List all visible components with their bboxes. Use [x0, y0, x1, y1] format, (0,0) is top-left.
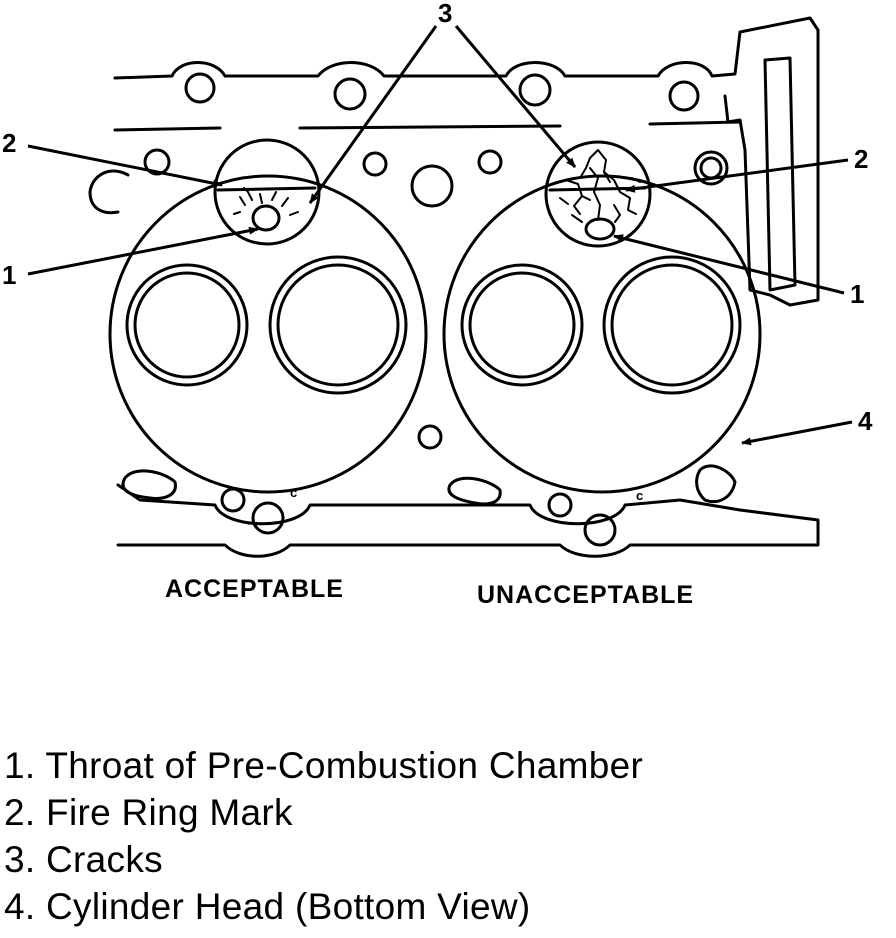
legend-item-1: 1. Throat of Pre-Combustion Chamber	[4, 745, 644, 786]
valve-right-2	[602, 255, 742, 395]
cylinder-right	[442, 174, 762, 494]
callout-1-left: 1	[2, 260, 16, 290]
hole-top-4	[668, 80, 700, 112]
slot-bottom-mid	[447, 476, 502, 506]
legend-item-3: 3. Cracks	[4, 839, 163, 880]
valve-right-1-inner	[468, 271, 576, 379]
arrow-1-right	[613, 234, 845, 295]
valve-left-1	[125, 263, 249, 387]
hole-bottom-1	[220, 487, 246, 513]
cylinder-head-diagram: 3 2 2 1 1 4 c c ACCEPTABLE UNACCEPTABLE	[2, 0, 873, 609]
casting-mark-left: c	[290, 485, 297, 500]
throat-left	[251, 204, 281, 232]
hole-mid-2	[362, 151, 388, 177]
hole-top-1	[184, 72, 216, 104]
arrow-3-right	[454, 25, 577, 168]
hole-center	[417, 424, 443, 450]
hole-mid-1	[143, 148, 171, 176]
slot-bottom-right	[695, 464, 737, 504]
cylinder-left	[108, 174, 428, 494]
prechamber-right	[544, 140, 652, 248]
hole-mid-4	[477, 149, 503, 175]
prechamber-left	[213, 138, 321, 246]
callout-2-left: 2	[2, 128, 16, 158]
arrow-1-left	[27, 226, 259, 276]
valve-left-2	[268, 255, 408, 395]
arrow-2-left	[27, 144, 223, 188]
slot-bottom-left	[121, 469, 177, 500]
arrow-4	[741, 420, 853, 446]
throat-right	[584, 217, 616, 241]
hole-bottom-3	[547, 492, 573, 518]
cracks-right	[559, 149, 641, 223]
callout-1-right: 1	[850, 279, 864, 309]
arrow-2-right	[625, 158, 849, 193]
caption-acceptable: ACCEPTABLE	[165, 575, 344, 603]
valve-right-1	[460, 263, 584, 387]
valve-left-1-inner	[133, 271, 241, 379]
callout-4: 4	[858, 406, 873, 436]
casting-mark-right: c	[636, 488, 643, 503]
head-outline-bottom	[116, 483, 820, 558]
callout-3: 3	[438, 0, 452, 28]
slot-left-edge	[88, 169, 130, 215]
valve-right-2-inner	[610, 263, 734, 387]
hole-mid-3	[410, 164, 454, 208]
hole-bottom-2	[251, 501, 285, 535]
cracks-left	[233, 187, 299, 216]
fire-ring-left	[216, 186, 317, 192]
head-side-slot	[763, 56, 797, 292]
legend-item-4: 4. Cylinder Head (Bottom View)	[4, 886, 531, 927]
callout-2-right: 2	[854, 144, 868, 174]
head-outline-top	[113, 16, 820, 307]
hole-mid-5	[693, 150, 729, 186]
legend: 1. Throat of Pre-Combustion Chamber 2. F…	[4, 742, 643, 930]
hole-bottom-4	[583, 513, 617, 547]
legend-item-2: 2. Fire Ring Mark	[4, 792, 293, 833]
valve-left-2-inner	[276, 263, 400, 387]
hole-top-2	[333, 77, 367, 111]
hole-top-3	[518, 73, 552, 107]
arrow-3-left	[308, 25, 438, 204]
head-inner-line	[113, 120, 742, 132]
caption-unacceptable: UNACCEPTABLE	[477, 581, 694, 609]
hole-mid-5-inner	[699, 156, 723, 180]
